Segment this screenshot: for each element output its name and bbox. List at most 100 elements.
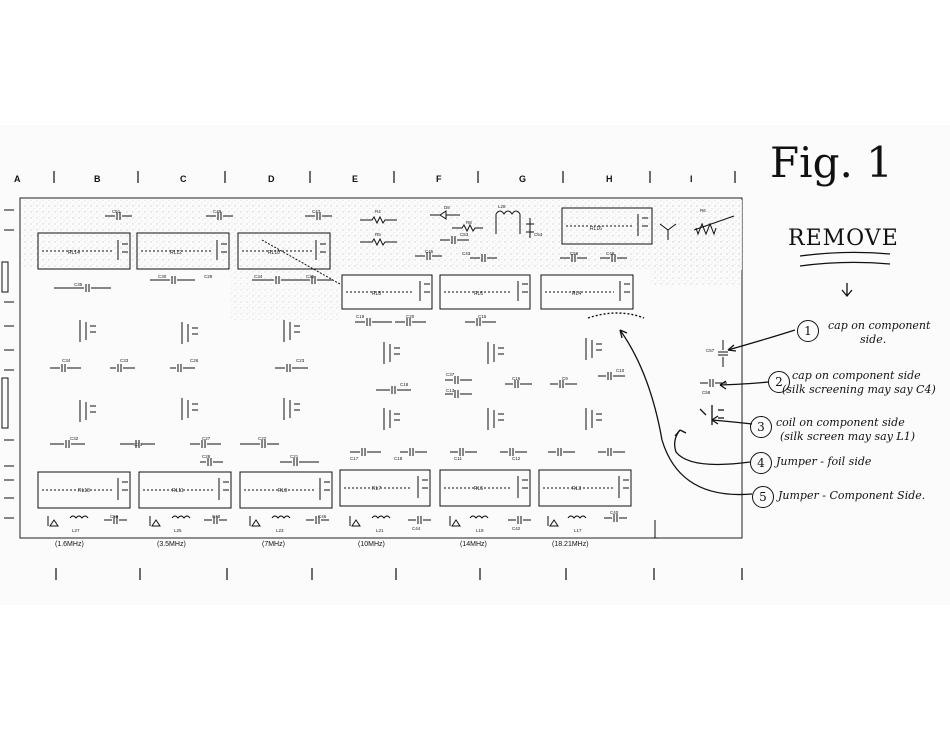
label-c58: C58 bbox=[702, 390, 711, 395]
label-l25: L25 bbox=[174, 528, 182, 533]
relay-rl4-label: RL4 bbox=[572, 291, 581, 297]
column-label-f: F bbox=[436, 174, 442, 184]
label-c12: C12 bbox=[512, 456, 521, 461]
label-l19: L19 bbox=[476, 528, 484, 533]
label-c40: C40 bbox=[610, 510, 619, 515]
noise-right bbox=[650, 205, 740, 285]
label-c23: C23 bbox=[296, 358, 305, 363]
note-3-line1: coil on component side bbox=[776, 416, 905, 429]
label-l23: L23 bbox=[276, 528, 284, 533]
band-label-6: (18.21MHz) bbox=[552, 541, 589, 548]
label-c21: C21 bbox=[290, 454, 299, 459]
label-l27: L27 bbox=[72, 528, 80, 533]
noise-mid bbox=[230, 260, 340, 320]
column-label-g: G bbox=[519, 174, 527, 184]
label-c16: C16 bbox=[512, 376, 521, 381]
label-c17: C17 bbox=[350, 456, 359, 461]
label-c22: C22 bbox=[258, 436, 267, 441]
label-c50: C50 bbox=[110, 514, 119, 519]
label-c29: C29 bbox=[204, 274, 213, 279]
note-1-number: 1 bbox=[797, 320, 819, 342]
label-c32: C32 bbox=[70, 436, 79, 441]
relay-rl5-label: RL5 bbox=[474, 486, 483, 492]
note-4-number: 4 bbox=[750, 452, 772, 474]
column-label-h: H bbox=[606, 174, 613, 184]
jumper-component-side bbox=[587, 312, 645, 319]
label-r6: R6 bbox=[700, 208, 706, 213]
band-label-1: (1.6MHz) bbox=[55, 541, 84, 548]
band-label-5: (14MHz) bbox=[460, 541, 487, 548]
label-c53: C53 bbox=[460, 232, 469, 237]
relay-rl3-label: RL3 bbox=[572, 486, 581, 492]
board-outline bbox=[19, 197, 743, 539]
relay-rl16-label: RL16 bbox=[590, 226, 602, 232]
relay-upper-right bbox=[561, 207, 653, 245]
label-c20: C20 bbox=[406, 314, 415, 319]
note-4-line1: Jumper - foil side bbox=[776, 455, 872, 468]
label-r4: R4 bbox=[375, 209, 381, 214]
label-c49: C49 bbox=[213, 209, 222, 214]
column-label-e: E bbox=[352, 174, 359, 184]
label-c18: C18 bbox=[400, 382, 409, 387]
label-c47: C47 bbox=[312, 209, 321, 214]
label-c48: C48 bbox=[606, 251, 615, 256]
label-c34b: C34 bbox=[62, 358, 71, 363]
label-l21: L21 bbox=[376, 528, 384, 533]
relay-row-middle bbox=[341, 274, 634, 310]
note-3-line2: (silk screen may say L1) bbox=[780, 430, 916, 443]
relay-rl12-label: RL12 bbox=[170, 250, 182, 256]
band-label-2: (3.5MHz) bbox=[157, 541, 186, 548]
coil-column bbox=[79, 320, 602, 430]
left-edge-markers bbox=[1, 209, 14, 519]
label-r8: R8 bbox=[466, 220, 472, 225]
relay-rl7-label: RL7 bbox=[372, 486, 381, 492]
column-label-b: B bbox=[94, 174, 101, 184]
label-c33: C33 bbox=[120, 358, 129, 363]
remove-heading: REMOVE bbox=[788, 226, 899, 251]
figure-title: Fig. 1 bbox=[770, 138, 893, 187]
label-c57: C57 bbox=[706, 348, 715, 353]
label-c37: C37 bbox=[446, 372, 455, 377]
label-c13: C13 bbox=[446, 388, 455, 393]
label-c26: C26 bbox=[190, 358, 199, 363]
note-2-line1: cap on component side bbox=[792, 369, 921, 382]
label-c11: C11 bbox=[454, 456, 462, 461]
relay-rl11-label: RL11 bbox=[172, 488, 184, 494]
label-c43: C43 bbox=[462, 251, 471, 256]
relay-rl14-label: RL14 bbox=[68, 250, 80, 256]
label-c46: C46 bbox=[318, 514, 327, 519]
relay-rl13-label: RL13 bbox=[78, 488, 90, 494]
label-c28: C28 bbox=[202, 454, 211, 459]
label-c15: C15 bbox=[478, 314, 487, 319]
band-label-3: (7MHz) bbox=[262, 541, 285, 548]
relay-row-bottom bbox=[37, 469, 632, 509]
label-c45: C45 bbox=[425, 249, 434, 254]
capacitors bbox=[50, 276, 727, 466]
relay-rl6-label: RL6 bbox=[474, 291, 483, 297]
top-components bbox=[105, 210, 735, 262]
label-c9: C9 bbox=[562, 376, 568, 381]
relay-rl8-label: RL8 bbox=[372, 291, 381, 297]
label-l28: L28 bbox=[498, 204, 506, 209]
label-c48b: C48 bbox=[212, 514, 221, 519]
label-c51: C51 bbox=[112, 209, 121, 214]
label-c19: C19 bbox=[356, 314, 365, 319]
label-c10: C10 bbox=[616, 368, 625, 373]
relay-row-top bbox=[37, 232, 341, 285]
cap-c57 bbox=[718, 340, 728, 367]
note-1-line1: cap on component bbox=[828, 319, 931, 332]
column-label-a: A bbox=[14, 174, 21, 184]
band-label-4: (10MHz) bbox=[358, 541, 385, 548]
label-l17: L17 bbox=[574, 528, 582, 533]
note-5-number: 5 bbox=[752, 486, 774, 508]
label-c42: C42 bbox=[512, 526, 521, 531]
note-2-number: 2 bbox=[768, 371, 790, 393]
note-3-number: 3 bbox=[750, 416, 772, 438]
label-c44: C44 bbox=[412, 526, 421, 531]
relay-rl9-label: RL9 bbox=[278, 488, 287, 494]
column-ticks-top bbox=[53, 171, 736, 183]
column-label-d: D bbox=[268, 174, 275, 184]
label-d8: D8 bbox=[444, 205, 450, 210]
label-c54: C54 bbox=[534, 232, 543, 237]
